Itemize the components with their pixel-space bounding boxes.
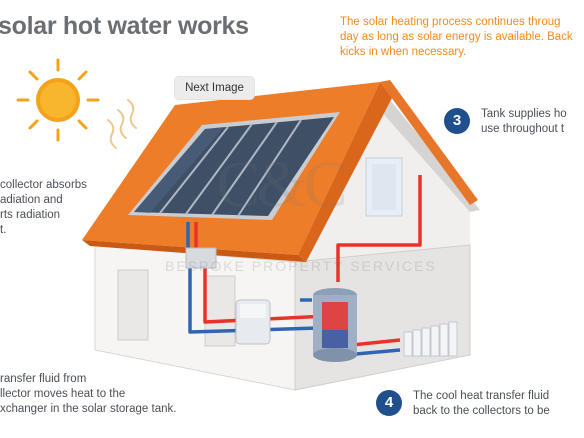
step-4-badge: 4 (376, 390, 402, 416)
process-note: The solar heating process continues thro… (340, 15, 584, 60)
page-title: solar hot water works (0, 12, 249, 40)
collector-note-line: t. (0, 224, 7, 236)
transfer-note-line: llector moves heat to the (0, 388, 126, 400)
pipes (186, 175, 422, 357)
watermark-company: BESPOKE PROPERTY SERVICES (165, 258, 437, 274)
heat-waves (107, 99, 137, 149)
tank-supplies-note-line: use throughout t (481, 123, 565, 135)
watermark-logo: C&C (216, 148, 347, 221)
solar-panel (128, 112, 340, 220)
return-note: The cool heat transfer fluid back to the… (413, 389, 550, 419)
storage-tank (313, 288, 357, 362)
collector-note: collector absorbs adiation and rts radia… (0, 178, 87, 238)
radiator (403, 321, 458, 357)
collector-note-line: adiation and (0, 194, 63, 206)
transfer-note: ransfer fluid from llector moves heat to… (0, 372, 176, 417)
return-note-line: back to the collectors to be (413, 405, 550, 417)
process-note-line: kicks in when necessary. (340, 46, 467, 58)
collector-note-line: rts radiation (0, 209, 61, 221)
collector-note-line: collector absorbs (0, 179, 87, 191)
step-3-badge: 3 (444, 108, 470, 134)
sun-icon (16, 58, 100, 142)
tank-supplies-note-line: Tank supplies ho (481, 108, 567, 120)
pump-controller (185, 247, 217, 269)
transfer-note-line: ransfer fluid from (0, 373, 87, 385)
process-note-line: day as long as solar energy is available… (340, 31, 573, 43)
transfer-note-line: xchanger in the solar storage tank. (0, 403, 177, 415)
boiler (235, 299, 271, 345)
return-note-line: The cool heat transfer fluid (413, 390, 550, 402)
next-image-button[interactable]: Next Image (175, 77, 254, 99)
tank-supplies-note: Tank supplies ho use throughout t (481, 107, 567, 137)
process-note-line: The solar heating process continues thro… (340, 16, 561, 28)
